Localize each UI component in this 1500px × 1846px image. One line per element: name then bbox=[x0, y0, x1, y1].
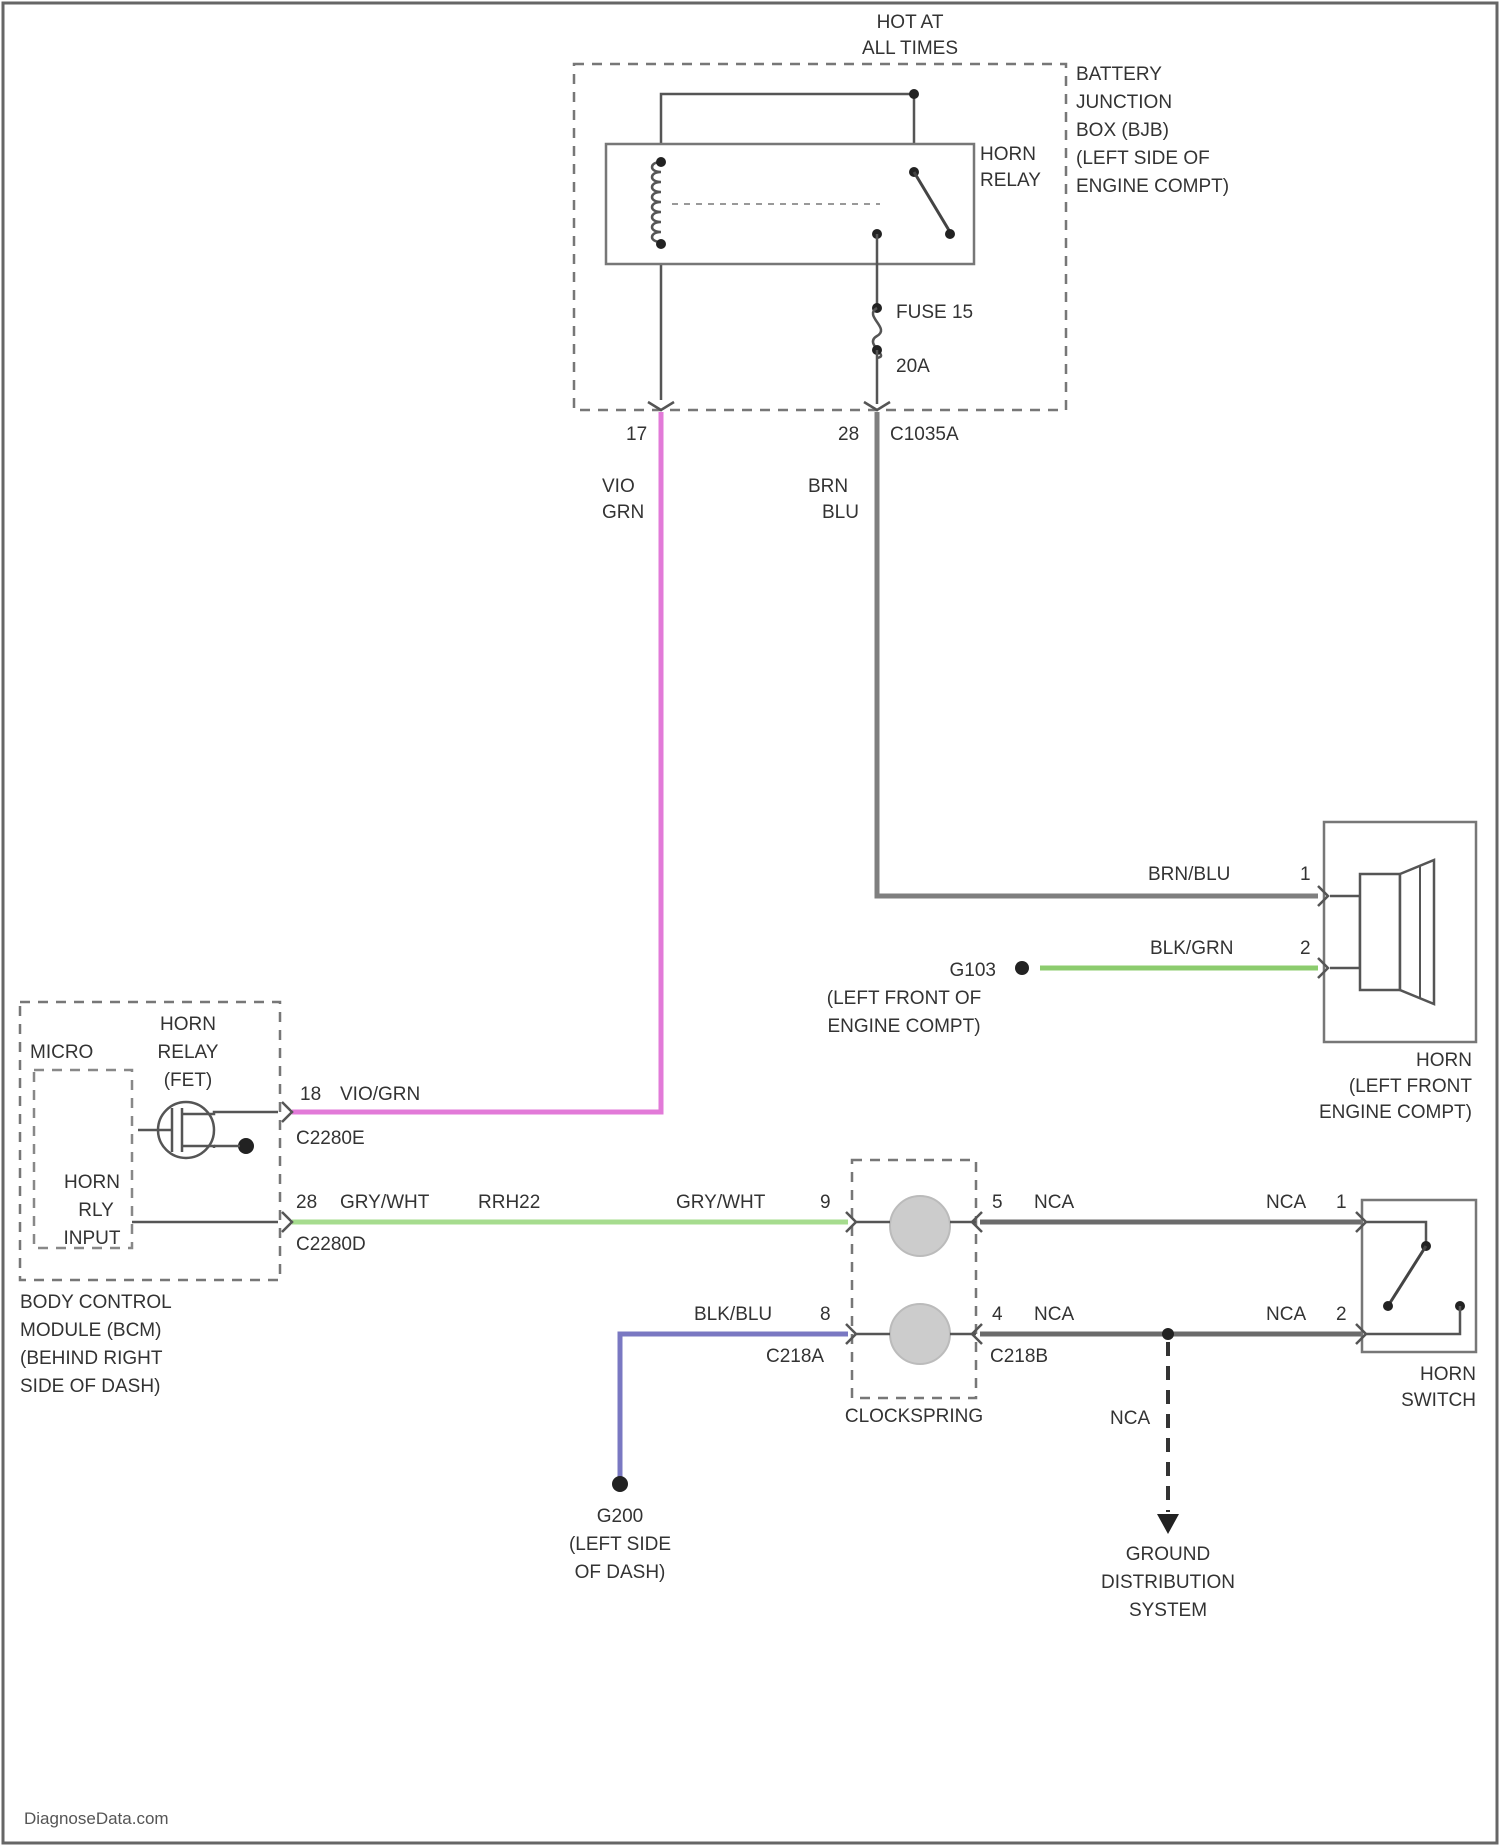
c2280e-name: C2280E bbox=[296, 1128, 365, 1149]
bcm-name-line2: MODULE (BCM) bbox=[20, 1320, 161, 1341]
blk-grn-circuit: BLK/GRN G103 (LEFT FRONT OF ENGINE COMPT… bbox=[827, 938, 1318, 1037]
clockspring-coil-a-icon bbox=[890, 1196, 950, 1256]
horn-relay-label-line1: HORN bbox=[980, 144, 1036, 165]
horn-label-line1: HORN bbox=[1416, 1050, 1472, 1071]
c1035a-name: C1035A bbox=[890, 424, 959, 445]
coil-terminal-bottom bbox=[656, 239, 666, 249]
bcm-pin-18: 18 bbox=[300, 1084, 321, 1105]
clockspring-pin-4: 4 bbox=[992, 1304, 1003, 1325]
fuse-rating: 20A bbox=[896, 356, 930, 377]
clockspring-pin-8: 8 bbox=[820, 1304, 831, 1325]
horn-component: 1 2 HORN (LEFT FRONT ENGINE COMPT) bbox=[1300, 822, 1476, 1123]
c218a-name: C218A bbox=[766, 1346, 824, 1367]
wire-label-blk-blu: BLK/BLU bbox=[694, 1304, 772, 1325]
bjb-label-line1: BATTERY bbox=[1076, 64, 1162, 85]
c2280d-connector bbox=[282, 1212, 292, 1232]
bcm-input-line1: HORN bbox=[64, 1172, 120, 1193]
wire-label-nca-4: NCA bbox=[1266, 1304, 1306, 1325]
horn-switch-pin-2: 2 bbox=[1336, 1304, 1347, 1325]
c2280e-connector bbox=[282, 1102, 292, 1122]
wire-label-blk-grn: BLK/GRN bbox=[1150, 938, 1233, 959]
clockspring-name: CLOCKSPRING bbox=[845, 1406, 983, 1427]
wire-label-brn-blu-horn: BRN/BLU bbox=[1148, 864, 1230, 885]
gry-wht-circuit: GRY/WHT RRH22 GRY/WHT bbox=[292, 1192, 848, 1222]
ground-dist-line2: DISTRIBUTION bbox=[1101, 1572, 1235, 1593]
ground-distribution-arrow-icon bbox=[1157, 1514, 1179, 1534]
bcm-horn-relay-line3: (FET) bbox=[164, 1070, 213, 1091]
g103-location-line2: ENGINE COMPT) bbox=[827, 1016, 980, 1037]
wire-label-brn: BRN bbox=[808, 476, 848, 497]
wire-label-gry-wht-2: GRY/WHT bbox=[676, 1192, 766, 1213]
horn-speaker-icon bbox=[1360, 860, 1434, 1004]
bcm-horn-relay-line1: HORN bbox=[160, 1014, 216, 1035]
bcm-micro-label: MICRO bbox=[30, 1042, 93, 1063]
watermark: DiagnoseData.com bbox=[24, 1809, 169, 1828]
hot-bus-node bbox=[909, 89, 919, 99]
fet-ground-dot bbox=[238, 1138, 254, 1154]
horn-pin-1: 1 bbox=[1300, 864, 1311, 885]
bcm-input-line3: INPUT bbox=[64, 1228, 121, 1249]
g103-ground-dot bbox=[1015, 961, 1029, 975]
bcm-name-line1: BODY CONTROL bbox=[20, 1292, 172, 1313]
wire-label-nca-1: NCA bbox=[1034, 1192, 1074, 1213]
horn-switch-label-line2: SWITCH bbox=[1401, 1390, 1476, 1411]
bjb-label-line4: (LEFT SIDE OF bbox=[1076, 148, 1210, 169]
power-label-line1: HOT AT bbox=[877, 12, 944, 33]
brn-blu-circuit: BRN BLU BRN/BLU bbox=[808, 412, 1318, 896]
horn-pin-2: 2 bbox=[1300, 938, 1311, 959]
horn-switch: 1 2 HORN SWITCH bbox=[1336, 1192, 1476, 1411]
horn-label-line3: ENGINE COMPT) bbox=[1319, 1102, 1472, 1123]
wire-label-gry-wht-1: GRY/WHT bbox=[340, 1192, 430, 1213]
brn-blu-wire bbox=[877, 412, 1318, 896]
horn-relay-label-line2: RELAY bbox=[980, 170, 1041, 191]
bcm-name-line3: (BEHIND RIGHT bbox=[20, 1348, 163, 1369]
bjb-label-line2: JUNCTION bbox=[1076, 92, 1172, 113]
wire-label-vio: VIO bbox=[602, 476, 635, 497]
horn-switch-pin-1: 1 bbox=[1336, 1192, 1347, 1213]
clockspring-pin-9: 9 bbox=[820, 1192, 831, 1213]
clockspring-pin-5: 5 bbox=[992, 1192, 1003, 1213]
bcm-pin-28: 28 bbox=[296, 1192, 317, 1213]
wire-label-nca-3: NCA bbox=[1034, 1304, 1074, 1325]
wire-label-nca-ground: NCA bbox=[1110, 1408, 1150, 1429]
nca-circuit: NCA NCA NCA NCA NCA GROUND DISTRIBUTION … bbox=[980, 1192, 1362, 1621]
g200-name: G200 bbox=[597, 1506, 643, 1527]
c2280d-name: C2280D bbox=[296, 1234, 366, 1255]
g103-location-line1: (LEFT FRONT OF bbox=[827, 988, 981, 1009]
horn-label-line2: (LEFT FRONT bbox=[1349, 1076, 1473, 1097]
g200-location-line1: (LEFT SIDE bbox=[569, 1534, 671, 1555]
c1035a-pin-17: 17 bbox=[626, 424, 647, 445]
c218b-name: C218B bbox=[990, 1346, 1048, 1367]
bjb-label-line3: BOX (BJB) bbox=[1076, 120, 1169, 141]
ground-dist-line1: GROUND bbox=[1126, 1544, 1210, 1565]
c1035a-pin-28: 28 bbox=[838, 424, 859, 445]
g103-name: G103 bbox=[950, 960, 996, 981]
bcm-input-line2: RLY bbox=[78, 1200, 114, 1221]
wire-label-vio-grn-bcm: VIO/GRN bbox=[340, 1084, 420, 1105]
g200-ground-dot bbox=[612, 1476, 628, 1492]
battery-junction-box: HOT AT ALL TIMES BATTERY JUNCTION BOX (B… bbox=[574, 12, 1229, 445]
g200-location-line2: OF DASH) bbox=[575, 1562, 666, 1583]
horn-switch-label-line1: HORN bbox=[1420, 1364, 1476, 1385]
wire-label-nca-2: NCA bbox=[1266, 1192, 1306, 1213]
wire-label-grn: GRN bbox=[602, 502, 644, 523]
relay-switch-contact bbox=[945, 229, 955, 239]
bjb-label-line5: ENGINE COMPT) bbox=[1076, 176, 1229, 197]
ground-dist-line3: SYSTEM bbox=[1129, 1600, 1207, 1621]
wire-label-rpo: RRH22 bbox=[478, 1192, 540, 1213]
bcm-micro-box bbox=[34, 1070, 132, 1248]
fuse-name: FUSE 15 bbox=[896, 302, 973, 323]
bcm-name-line4: SIDE OF DASH) bbox=[20, 1376, 160, 1397]
vio-grn-circuit: VIO GRN bbox=[292, 412, 661, 1112]
diagram-border bbox=[3, 3, 1497, 1843]
clockspring-coil-b-icon bbox=[890, 1304, 950, 1364]
coil-terminal-top bbox=[656, 157, 666, 167]
bcm-horn-relay-line2: RELAY bbox=[158, 1042, 219, 1063]
power-label-line2: ALL TIMES bbox=[862, 38, 958, 59]
horn-switch-contact-left bbox=[1383, 1301, 1393, 1311]
wire-label-blu: BLU bbox=[822, 502, 859, 523]
clockspring: 9 8 5 4 C218A C218B CLOCKSPRING bbox=[766, 1160, 1048, 1427]
ground-splice-node bbox=[1162, 1328, 1174, 1340]
